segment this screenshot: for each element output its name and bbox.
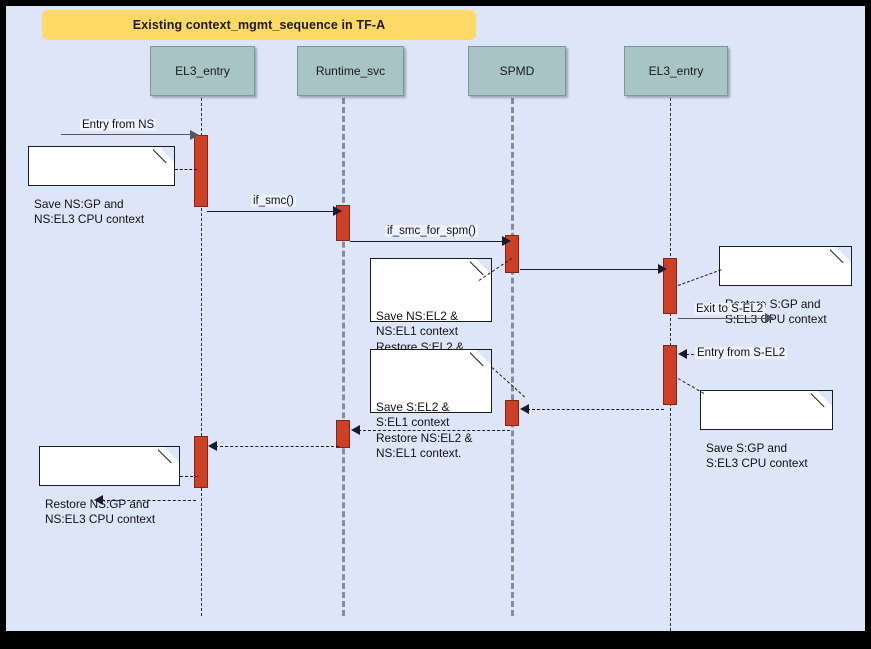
note-tail-save-s-el2: [491, 367, 526, 398]
message-arrow-entry-from-s-el2: [678, 349, 687, 359]
lifeline-head-el3-entry-ns[interactable]: EL3_entry: [150, 46, 255, 96]
note-restore-ns-gp-el3: Restore NS:GP and NS:EL3 CPU context: [39, 446, 180, 526]
message-label-if-smc-for-spm: if_smc_for_spm(): [385, 225, 478, 237]
lifeline-head-spmd[interactable]: SPMD: [468, 46, 566, 96]
message-label-if-smc: if_smc(): [251, 195, 296, 207]
note-save-ns-gp-el3: Save NS:GP and NS:EL3 CPU context: [28, 146, 175, 226]
note-tail-save-ns-gp-el3: [175, 169, 197, 170]
message-line-el3-entry-s-to-spmd: [527, 409, 664, 410]
lifeline-label-spmd: SPMD: [499, 64, 535, 78]
message-line-entry-from-ns: [61, 134, 192, 135]
message-line-runtime-svc-to-el3-entry-ns: [215, 446, 339, 447]
diagram-title: Existing context_mgmt_sequence in TF-A: [132, 18, 386, 32]
note-save-s-el2-restore-ns-el2: Save S:EL2 & S:EL1 context Restore NS:EL…: [370, 349, 492, 460]
message-arrow-el3-entry-ns-exit: [94, 495, 103, 505]
lifeline-line-spmd: [511, 98, 514, 616]
activation-bar-runtime-svc-2: [336, 420, 350, 448]
note-fold-edge-icon: [811, 391, 832, 412]
message-arrow-runtime-svc-to-el3-entry-ns: [208, 441, 217, 451]
lifeline-label-el3-entry-s: EL3_entry: [648, 64, 704, 78]
note-save-ns-el2-restore-s-el2: Save NS:EL2 & NS:EL1 context Restore S:E…: [370, 258, 492, 369]
note-text-save-s-el2-restore-ns-el2: Save S:EL2 & S:EL1 context Restore NS:EL…: [376, 399, 473, 461]
diagram-title-banner: Existing context_mgmt_sequence in TF-A: [42, 10, 476, 40]
lifeline-label-runtime-svc: Runtime_svc: [315, 64, 386, 78]
activation-bar-el3-entry-s-2: [663, 345, 677, 405]
note-save-s-gp-el3: Save S:GP and S:EL3 CPU context: [700, 390, 833, 470]
note-fold-edge-icon: [470, 259, 491, 280]
note-fold-edge-icon: [158, 447, 179, 468]
note-fold-edge-icon: [830, 247, 851, 268]
message-arrow-el3-entry-s-to-spmd: [520, 404, 529, 414]
activation-bar-spmd-2: [505, 400, 519, 426]
message-arrow-spmd-to-el3-entry-s: [658, 264, 667, 274]
diagram-frame: Existing context_mgmt_sequence in TF-A E…: [6, 6, 865, 631]
message-arrow-exit-to-s-el2: [765, 313, 774, 323]
note-tail-restore-s-gp-el3: [677, 269, 722, 286]
message-line-el3-entry-ns-exit: [102, 500, 196, 501]
note-text-save-s-gp-el3: Save S:GP and S:EL3 CPU context: [706, 440, 808, 471]
message-arrow-if-smc-for-spm: [502, 236, 511, 246]
message-arrow-if-smc: [333, 206, 342, 216]
note-fold-edge-icon: [470, 350, 491, 371]
activation-bar-el3-entry-ns-1: [194, 135, 208, 207]
message-arrow-spmd-to-runtime-svc: [351, 425, 360, 435]
lifeline-line-runtime-svc: [342, 98, 345, 616]
lifeline-head-el3-entry-s[interactable]: EL3_entry: [624, 46, 728, 96]
message-line-if-smc: [207, 211, 337, 212]
message-line-spmd-to-runtime-svc: [358, 430, 510, 431]
lifeline-label-el3-entry-ns: EL3_entry: [175, 64, 230, 78]
note-text-save-ns-gp-el3: Save NS:GP and NS:EL3 CPU context: [34, 196, 145, 227]
message-label-entry-from-s-el2: Entry from S-EL2: [695, 347, 788, 359]
lifeline-head-runtime-svc[interactable]: Runtime_svc: [297, 46, 404, 96]
message-label-entry-from-ns: Entry from NS: [80, 119, 157, 131]
message-line-spmd-to-el3-entry-s: [520, 269, 663, 270]
lifeline-line-el3-entry-ns: [201, 98, 202, 616]
note-tail-restore-ns-gp-el3: [180, 476, 198, 477]
note-restore-s-gp-el3: Restore S:GP and S:EL3 CPU context: [719, 246, 852, 326]
note-tail-save-s-gp-el3: [677, 378, 705, 394]
activation-bar-el3-entry-ns-2: [194, 436, 208, 488]
message-label-exit-to-s-el2: Exit to S-EL2: [694, 303, 766, 315]
message-line-if-smc-for-spm: [350, 241, 507, 242]
message-line-exit-to-s-el2: [678, 318, 768, 319]
note-fold-edge-icon: [153, 147, 174, 168]
message-arrow-entry-from-ns: [190, 130, 199, 140]
